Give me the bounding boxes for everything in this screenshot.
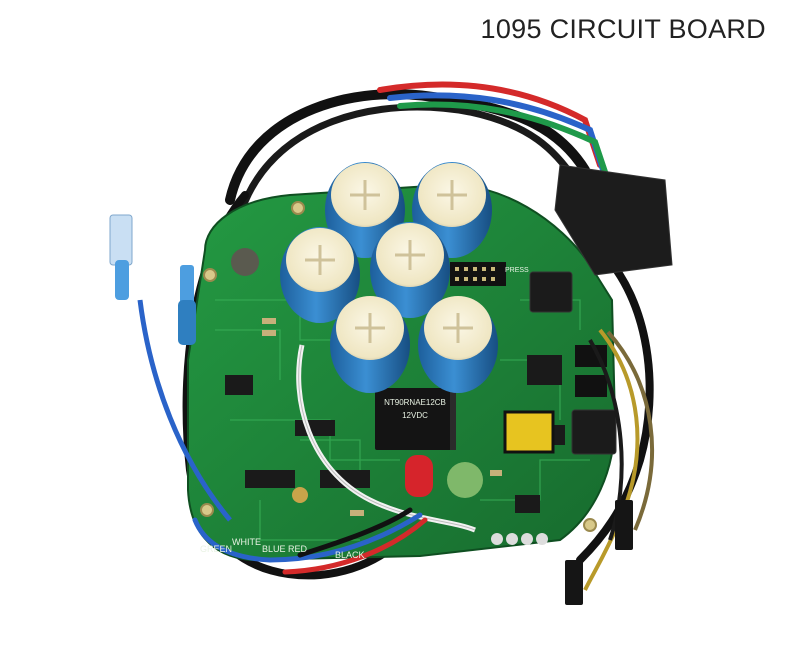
- silk-wire-white: WHITE: [232, 537, 261, 547]
- pin-headers: [450, 262, 607, 397]
- red-capacitor: [405, 455, 433, 497]
- relay-label-part: NT90RNAE12CB: [384, 398, 446, 407]
- small-green-component: [447, 462, 483, 498]
- spade-terminal-left: [109, 214, 232, 522]
- rj-jacks: [529, 271, 617, 455]
- caption: 1095 CIRCUIT BOARD: [480, 14, 766, 44]
- front-wire-harness: [192, 507, 428, 575]
- connector-top-right: [554, 164, 673, 276]
- ferrite-coil: [231, 248, 259, 276]
- silk-wire-green: GREEN: [200, 544, 232, 554]
- relay-label-voltage: 12VDC: [402, 411, 428, 420]
- spade-terminal-right: [178, 265, 196, 345]
- silkscreen-labels: PRESS GREEN WHITE BLUE RED BLACK: [200, 267, 529, 560]
- relay: NT90RNAE12CB 12VDC: [375, 388, 456, 450]
- electrolytic-capacitors: [280, 162, 498, 393]
- connectors-bottom-right: [565, 500, 633, 605]
- silk-wire-blue: BLUE: [262, 544, 286, 554]
- silk-press: PRESS: [505, 267, 529, 274]
- silk-wire-black: BLACK: [335, 550, 365, 560]
- mounting-holes: [200, 201, 597, 532]
- transformer: [503, 410, 555, 454]
- integrated-circuits: [225, 355, 565, 513]
- silk-wire-red: RED: [288, 544, 308, 554]
- pcb-traces: [215, 299, 590, 541]
